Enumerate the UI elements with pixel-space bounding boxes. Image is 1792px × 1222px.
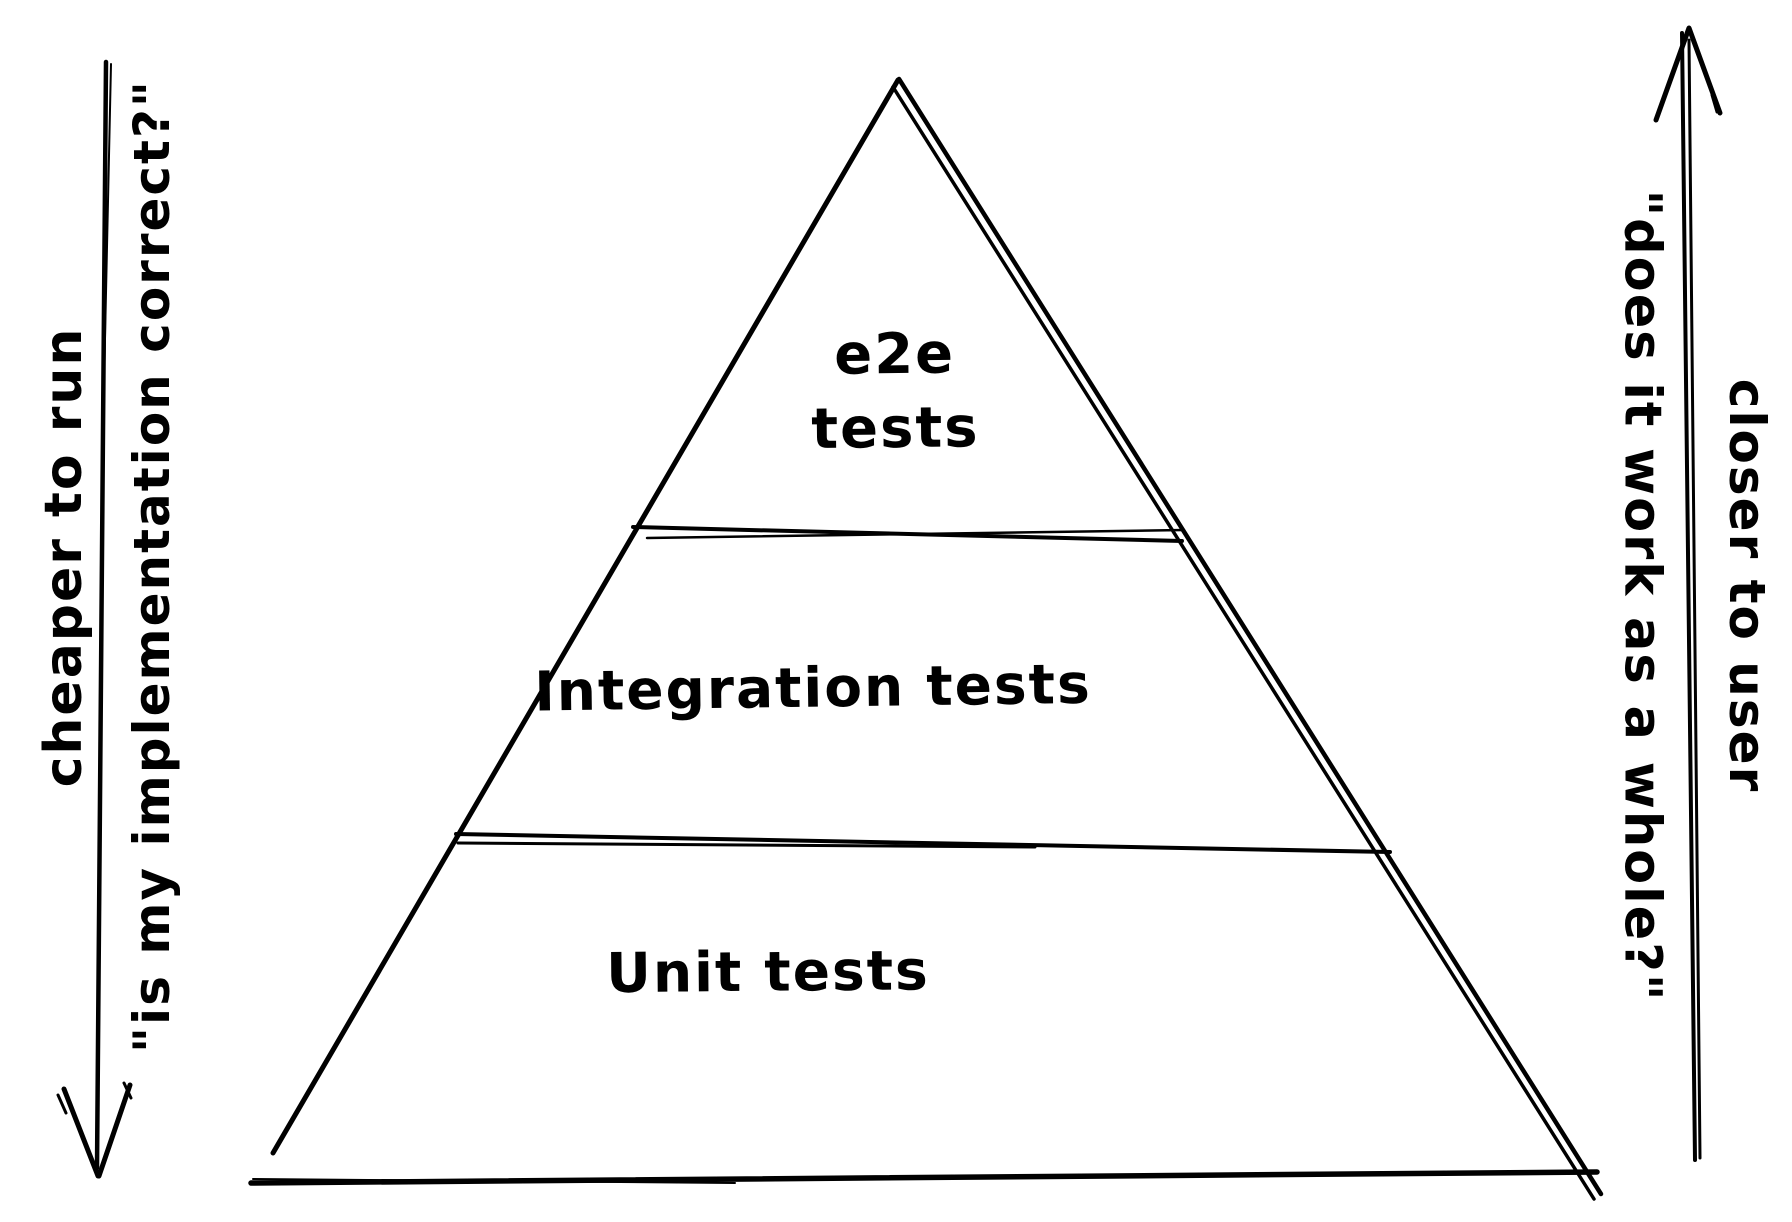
left-axis-line-second-stroke [102,63,112,431]
up-arrowhead-extra-stroke [1710,93,1719,114]
pyramid-right-edge-second-stroke [891,85,1596,1201]
pyramid-level-integration-label: Integration tests [533,651,1093,724]
pyramid-level-unit-label: Unit tests [605,938,931,1006]
left-axis-label: cheaper to run [34,326,94,788]
pyramid-right-edge [896,76,1604,1197]
left-axis-line [94,59,109,1171]
up-arrowhead-icon [1653,25,1723,123]
pyramid-left-edge [270,77,901,1156]
right-axis-question: "does it work as a whole?" [1612,189,1672,1003]
left-axis-question: "is my implementation correct?" [123,79,181,1053]
divider-integration-unit [454,832,1392,854]
divider-e2e-integration-second-stroke [645,528,1186,540]
pyramid-level-e2e-label: e2e tests [810,321,980,462]
right-axis-label: closer to user [1718,378,1776,794]
down-arrowhead-extra-strokes [56,1081,133,1115]
divider-integration-unit-second-stroke [456,841,1037,849]
pyramid-base-second-stroke [252,1178,736,1184]
right-axis-line [1680,31,1697,1162]
right-axis-line-second-stroke [1687,38,1702,1160]
down-arrowhead-icon [61,1082,133,1179]
